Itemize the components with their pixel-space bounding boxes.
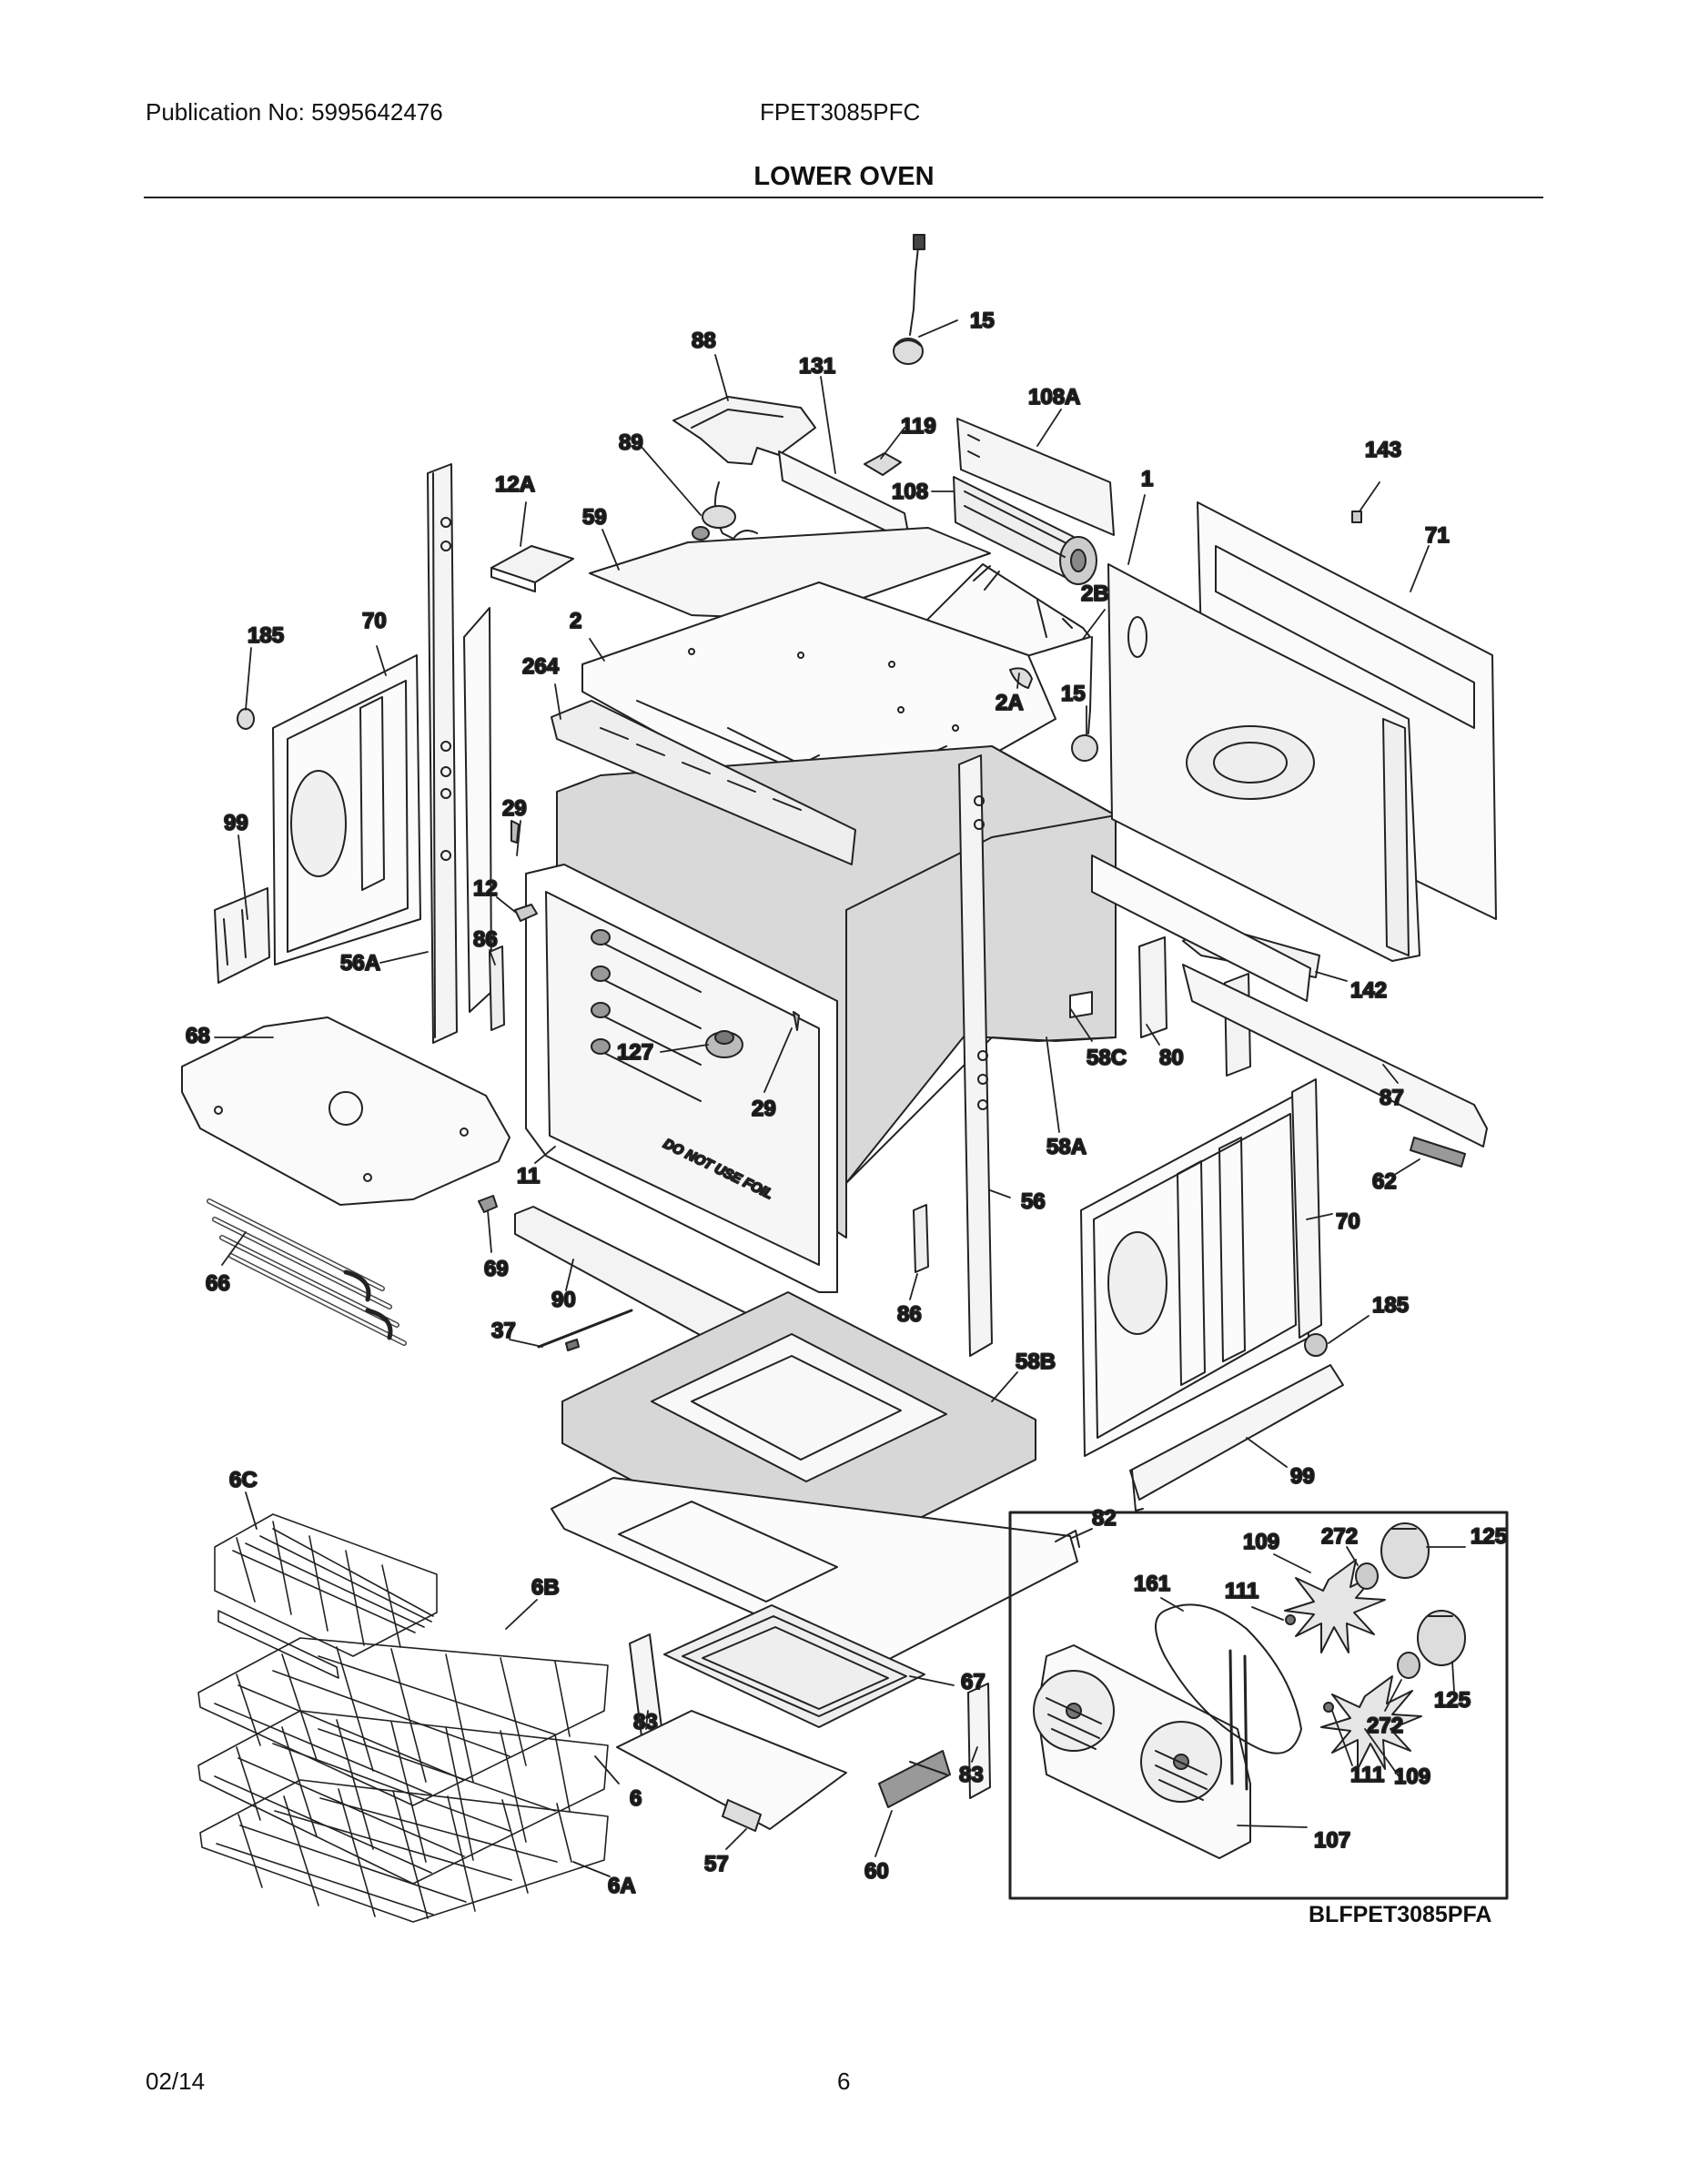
convection-inset	[1008, 1511, 1509, 1900]
callout-108A: 108A	[1028, 385, 1080, 410]
callout-12A: 12A	[495, 472, 535, 497]
callout-109: 109	[1394, 1764, 1430, 1789]
callout-70: 70	[1336, 1209, 1360, 1234]
callout-56: 56	[1021, 1189, 1046, 1214]
callout-60: 60	[864, 1859, 889, 1884]
callout-99: 99	[1290, 1464, 1315, 1489]
callout-2B: 2B	[1081, 581, 1109, 606]
bottom-assembly	[514, 1206, 1080, 1832]
callout-87: 87	[1380, 1086, 1404, 1110]
right-side-assembly	[958, 754, 1344, 1512]
callout-6C: 6C	[229, 1468, 258, 1492]
callout-272: 272	[1321, 1524, 1358, 1549]
callout-264: 264	[522, 654, 560, 679]
callout-2A: 2A	[996, 691, 1024, 715]
rear-panel-assembly	[1069, 501, 1497, 1168]
callout-12: 12	[473, 876, 498, 901]
callout-161: 161	[1134, 1572, 1170, 1596]
callout-68: 68	[186, 1024, 210, 1048]
header-divider	[144, 197, 1543, 198]
callout-15: 15	[1061, 682, 1086, 706]
callout-125: 125	[1471, 1524, 1507, 1549]
callout-107: 107	[1314, 1828, 1350, 1853]
callout-143: 143	[1365, 438, 1401, 462]
callout-58A: 58A	[1046, 1135, 1087, 1159]
publication-date: 02/14	[146, 2068, 206, 2095]
callout-56A: 56A	[340, 951, 380, 976]
page-title: LOWER OVEN	[753, 162, 935, 191]
callout-185: 185	[248, 623, 284, 648]
callout-6B: 6B	[531, 1575, 560, 1600]
callout-70: 70	[362, 609, 387, 633]
callout-111: 111	[1350, 1763, 1384, 1787]
callout-66: 66	[206, 1271, 230, 1296]
callout-1: 1	[1141, 467, 1153, 491]
callout-69: 69	[484, 1257, 509, 1281]
callout-185: 185	[1372, 1293, 1409, 1318]
callout-71: 71	[1425, 523, 1450, 548]
callout-58C: 58C	[1087, 1046, 1127, 1070]
callout-11: 11	[517, 1164, 540, 1188]
callout-142: 142	[1350, 978, 1387, 1003]
callout-57: 57	[704, 1852, 729, 1876]
callout-29: 29	[752, 1097, 776, 1121]
callout-15: 15	[970, 308, 995, 333]
callout-127: 127	[617, 1040, 653, 1065]
callout-80: 80	[1159, 1046, 1184, 1070]
drawing-id: BLFPET3085PFA	[1309, 1902, 1492, 1927]
callout-59: 59	[582, 505, 607, 530]
callout-90: 90	[551, 1288, 576, 1312]
callout-111: 111	[1225, 1579, 1258, 1603]
callout-6: 6	[630, 1786, 642, 1811]
callout-119: 119	[901, 414, 936, 439]
callout-67: 67	[961, 1670, 986, 1694]
callout-86: 86	[473, 927, 498, 952]
publication-number: Publication No: 5995642476	[146, 98, 443, 126]
callout-109: 109	[1243, 1530, 1279, 1554]
callout-37: 37	[491, 1319, 516, 1343]
callout-89: 89	[619, 430, 643, 455]
model-number: FPET3085PFC	[760, 98, 921, 126]
callout-131: 131	[799, 354, 835, 379]
callout-29: 29	[502, 796, 527, 821]
callout-2: 2	[570, 609, 581, 633]
left-side-assembly	[214, 463, 492, 1044]
callout-108: 108	[892, 480, 928, 504]
oven-racks	[197, 1513, 609, 1923]
callout-86: 86	[897, 1302, 922, 1327]
callout-labels: 15 88 131 108A 119 89 108 143 12A 59 1 7…	[185, 308, 1508, 1899]
callout-6A: 6A	[608, 1874, 636, 1898]
leader-lines	[214, 319, 1466, 1877]
callout-125: 125	[1434, 1688, 1471, 1713]
callout-99: 99	[224, 811, 248, 835]
callout-82: 82	[1092, 1506, 1117, 1531]
callout-83: 83	[633, 1710, 658, 1734]
page-number: 6	[837, 2068, 851, 2095]
callout-88: 88	[692, 329, 716, 353]
callout-272: 272	[1367, 1714, 1403, 1738]
callout-58B: 58B	[1016, 1350, 1056, 1374]
callout-83: 83	[959, 1763, 984, 1787]
callout-62: 62	[1372, 1169, 1397, 1194]
heating-elements	[181, 1016, 633, 1351]
